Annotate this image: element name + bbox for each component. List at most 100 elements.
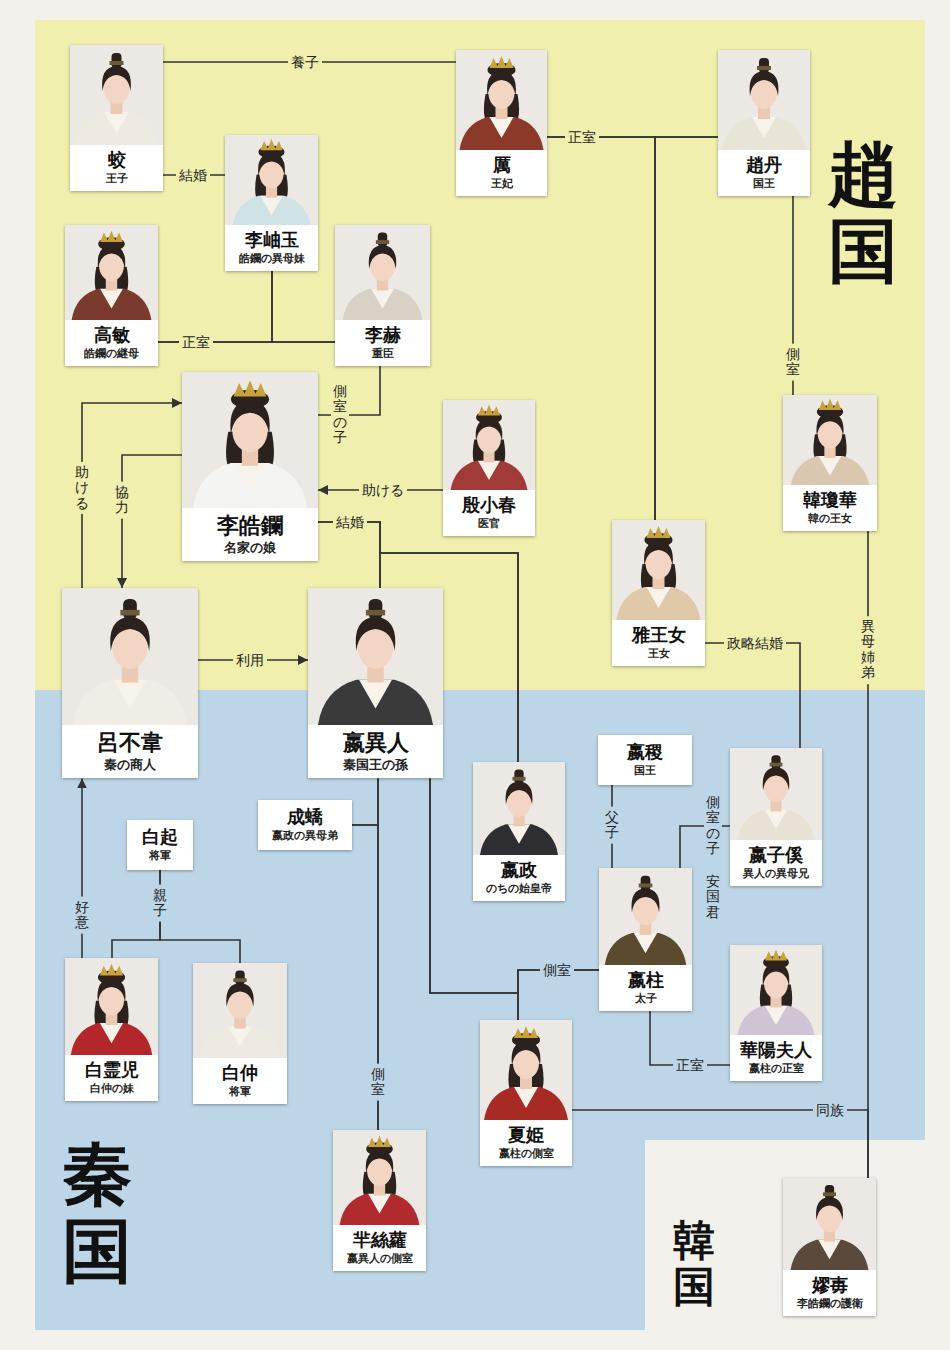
person-card: 嫪毐李皓鑭の護衛 bbox=[783, 1178, 876, 1316]
hairpin bbox=[120, 610, 139, 615]
person-role: 白仲の妹 bbox=[90, 1082, 134, 1096]
connector bbox=[122, 455, 182, 588]
card-text: 嬴柱太子 bbox=[599, 965, 692, 1011]
card-text: 呂不韋秦の商人 bbox=[62, 725, 198, 778]
name-box: 白起将軍 bbox=[127, 820, 193, 870]
card-text: 雅王女王女 bbox=[612, 620, 705, 666]
hair bbox=[763, 767, 790, 790]
person-role: 将軍 bbox=[149, 849, 171, 863]
robe bbox=[617, 587, 701, 620]
card-text: 白起将軍 bbox=[127, 820, 193, 870]
photo-bg bbox=[308, 588, 443, 725]
collar bbox=[114, 680, 147, 709]
connector bbox=[705, 643, 800, 748]
collar bbox=[647, 587, 671, 608]
portrait-photo bbox=[62, 588, 198, 725]
hair bbox=[102, 66, 131, 91]
edge-label: 好意 bbox=[73, 897, 91, 934]
portrait-photo bbox=[612, 520, 705, 620]
edge-label: 親子 bbox=[151, 885, 169, 922]
photo-bg bbox=[62, 588, 198, 725]
photo-frame bbox=[335, 225, 430, 320]
collar bbox=[371, 289, 394, 309]
photo-bg bbox=[193, 963, 287, 1058]
photo-frame bbox=[70, 45, 163, 145]
person-name: 白霊児 bbox=[85, 1059, 139, 1082]
portrait-photo bbox=[718, 50, 810, 150]
hair bbox=[226, 983, 253, 1007]
crown bbox=[647, 526, 671, 538]
card-text: 嬴政のちの始皇帝 bbox=[473, 855, 565, 901]
topknot bbox=[123, 599, 137, 620]
person-card: 羋絲蘿嬴異人の側室 bbox=[333, 1130, 426, 1271]
portrait-photo bbox=[335, 225, 430, 320]
robe bbox=[791, 456, 870, 485]
edge-label: 養子 bbox=[288, 53, 322, 72]
edge-label: 側室 bbox=[369, 1064, 387, 1101]
card-text: 趙丹国王 bbox=[718, 150, 810, 196]
robe bbox=[484, 1087, 568, 1120]
crown bbox=[368, 1136, 391, 1147]
person-name: 厲 bbox=[493, 154, 511, 177]
robe bbox=[193, 463, 307, 508]
edge-label: 側室の子 bbox=[704, 792, 722, 860]
robe bbox=[790, 1240, 868, 1270]
person-name: 白仲 bbox=[222, 1062, 258, 1085]
person-card: 白霊児白仲の妹 bbox=[65, 958, 158, 1101]
person-role: 異人の異母兄 bbox=[743, 867, 809, 881]
photo-frame bbox=[480, 1020, 572, 1120]
person-role: 重臣 bbox=[372, 347, 394, 361]
person-role: 名家の娘 bbox=[224, 540, 276, 557]
portrait-photo bbox=[225, 135, 318, 225]
collar bbox=[234, 463, 267, 492]
robe bbox=[722, 117, 806, 150]
connector bbox=[572, 1110, 868, 1178]
photo-frame bbox=[193, 963, 287, 1058]
robe bbox=[318, 680, 433, 725]
photo-frame bbox=[783, 1178, 876, 1270]
person-name: 嬴異人 bbox=[343, 729, 409, 757]
card-text: 白仲将軍 bbox=[193, 1058, 287, 1104]
connector bbox=[380, 553, 518, 762]
person-card: 韓瓊華韓の王女 bbox=[783, 395, 877, 531]
person-role: 王妃 bbox=[491, 177, 513, 191]
person-card: 李皓鑭名家の娘 bbox=[182, 372, 318, 561]
collar bbox=[359, 680, 392, 709]
edge-label: 正室 bbox=[179, 333, 213, 352]
robe bbox=[460, 117, 544, 150]
person-role: 王子 bbox=[106, 172, 128, 186]
photo-bg bbox=[456, 50, 547, 150]
topknot bbox=[759, 58, 769, 73]
topknot bbox=[378, 233, 388, 247]
person-card: 殷小春医官 bbox=[443, 400, 535, 536]
edge-label: 助ける bbox=[73, 462, 91, 514]
person-name: 韓瓊華 bbox=[803, 489, 857, 512]
hairpin bbox=[770, 763, 783, 767]
crown bbox=[234, 380, 267, 396]
card-text: 高敏皓鑭の継母 bbox=[65, 320, 158, 366]
person-name: 趙丹 bbox=[746, 154, 782, 177]
collar bbox=[100, 289, 123, 309]
person-name: 殷小春 bbox=[462, 494, 516, 517]
photo-frame bbox=[730, 748, 822, 840]
photo-bg bbox=[718, 50, 810, 150]
photo-frame bbox=[443, 400, 535, 490]
photo-frame bbox=[730, 945, 822, 1035]
person-role: 韓の王女 bbox=[808, 512, 852, 526]
person-name: 嬴柱 bbox=[628, 969, 664, 992]
photo-frame bbox=[308, 588, 443, 725]
portrait-photo bbox=[193, 963, 287, 1058]
collar bbox=[765, 810, 787, 829]
region-fill bbox=[35, 690, 925, 1330]
card-text: 白霊児白仲の妹 bbox=[65, 1055, 158, 1101]
person-role: 将軍 bbox=[229, 1085, 251, 1099]
collar bbox=[765, 1006, 787, 1025]
photo-bg bbox=[65, 225, 158, 320]
person-name: 嬴稷 bbox=[627, 741, 663, 764]
topknot bbox=[235, 971, 245, 985]
edge-label: 正室 bbox=[673, 1056, 707, 1075]
connector bbox=[352, 778, 378, 825]
robe bbox=[450, 461, 527, 490]
edge-label: 側室の子 bbox=[331, 381, 349, 449]
connector bbox=[160, 870, 240, 963]
